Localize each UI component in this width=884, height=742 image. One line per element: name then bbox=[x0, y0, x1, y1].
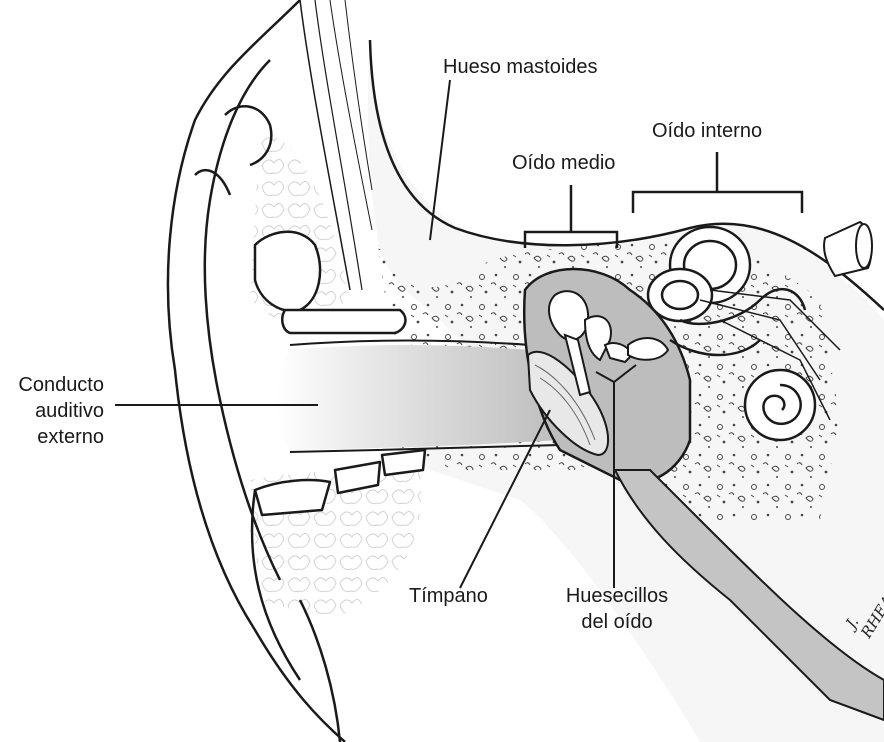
inner-ear-bracket bbox=[633, 152, 802, 213]
label-eardrum: Tímpano bbox=[409, 583, 488, 609]
label-inner-ear: Oído interno bbox=[652, 118, 762, 144]
label-external-canal-line3: externo bbox=[0, 424, 104, 450]
auditory-nerve bbox=[824, 222, 872, 276]
label-ossicles-line1: Huesecillos bbox=[555, 583, 679, 609]
label-external-canal-line2: auditivo bbox=[0, 398, 104, 424]
label-external-canal-line1: Conducto bbox=[0, 372, 104, 398]
external-canal bbox=[276, 340, 560, 452]
label-mastoid-bone: Hueso mastoides bbox=[443, 54, 598, 80]
label-ossicles-line2: del oído bbox=[555, 609, 679, 635]
middle-ear-bracket bbox=[525, 185, 617, 248]
label-external-canal: Conducto auditivo externo bbox=[0, 372, 104, 450]
label-middle-ear: Oído medio bbox=[512, 150, 615, 176]
label-ossicles: Huesecillos del oído bbox=[555, 583, 679, 635]
